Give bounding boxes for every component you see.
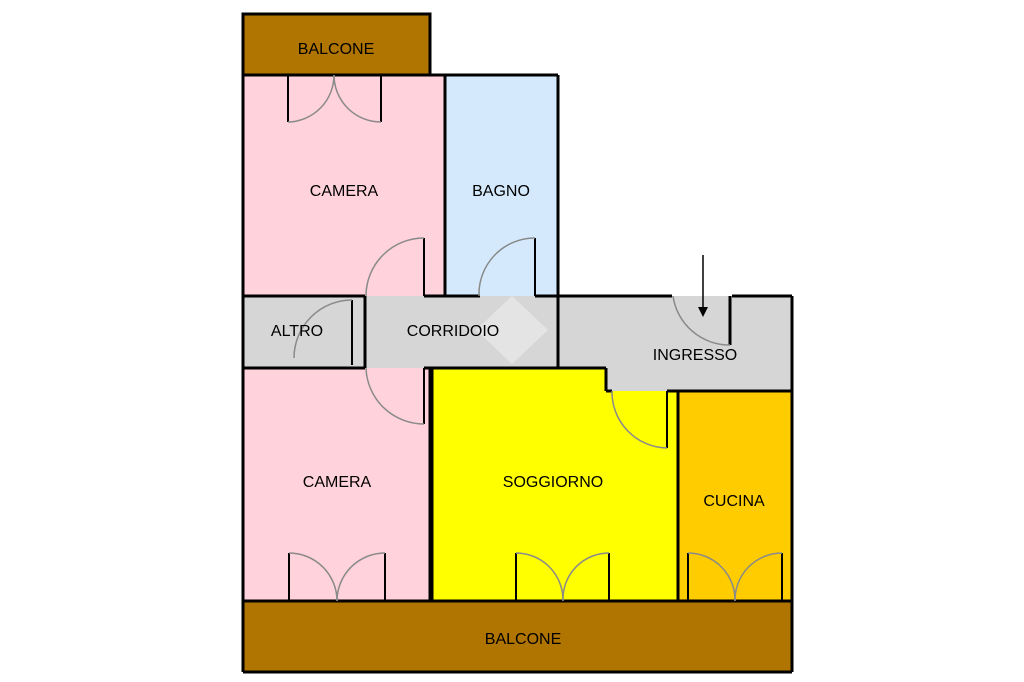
cucina-label: CUCINA xyxy=(703,493,765,510)
bagno-area xyxy=(445,75,558,296)
camera-top-label: CAMERA xyxy=(310,183,379,200)
camera-bottom-area xyxy=(243,368,430,601)
doors xyxy=(287,74,783,602)
entrance-arrow-icon xyxy=(698,255,708,317)
cucina-area xyxy=(678,391,792,601)
ingresso-label: INGRESSO xyxy=(653,347,737,364)
walls xyxy=(241,12,794,674)
soggiorno-area xyxy=(432,368,678,601)
camera-bottom-label: CAMERA xyxy=(303,474,372,491)
watermark-icon xyxy=(476,296,548,364)
balcone-bottom-area xyxy=(243,601,792,672)
corridoio-label: CORRIDOIO xyxy=(407,323,499,340)
balcone-top-label: BALCONE xyxy=(298,41,374,58)
camera-top-area xyxy=(243,75,445,296)
altro-label: ALTRO xyxy=(271,323,323,340)
balcone-top-area xyxy=(243,14,430,75)
corridoio-area xyxy=(243,296,792,391)
bagno-label: BAGNO xyxy=(472,183,530,200)
soggiorno-label: SOGGIORNO xyxy=(503,474,603,491)
balcone-bottom-label: BALCONE xyxy=(485,631,561,648)
